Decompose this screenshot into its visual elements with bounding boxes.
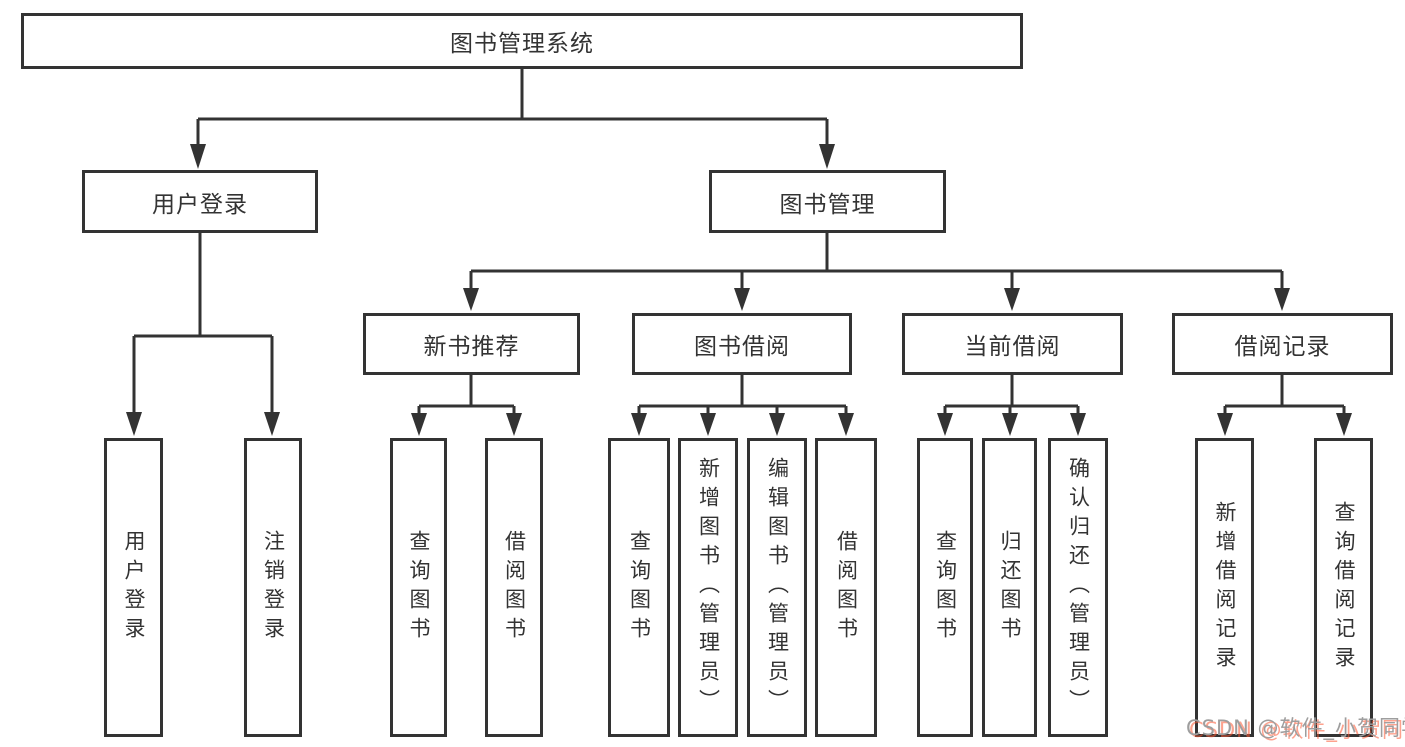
leaf-add-borrow-record: 新增借阅记录 (1195, 438, 1254, 737)
leaf-add-book-admin: 新增图书（管理员） (678, 438, 738, 737)
leaf-borrow-book: 借阅图书 (815, 438, 877, 737)
leaf-query-book-recommend: 查询图书 (390, 438, 447, 737)
node-new-book-recommend: 新书推荐 (363, 313, 580, 375)
leaf-edit-book-admin: 编辑图书（管理员） (747, 438, 807, 737)
leaf-query-borrow-record: 查询借阅记录 (1314, 438, 1373, 737)
leaf-query-book-borrowing: 查询图书 (608, 438, 670, 737)
node-root-system: 图书管理系统 (21, 13, 1023, 69)
csdn-watermark: CSDN @软件_小贺同学 (1186, 716, 1405, 740)
node-book-borrowing: 图书借阅 (632, 313, 852, 375)
leaf-borrow-book-recommend: 借阅图书 (485, 438, 543, 737)
leaf-return-book: 归还图书 (982, 438, 1037, 737)
leaf-confirm-return-admin: 确认归还（管理员） (1048, 438, 1108, 737)
arrowheads (126, 144, 1352, 436)
node-borrow-records: 借阅记录 (1172, 313, 1393, 375)
node-book-management: 图书管理 (709, 170, 946, 233)
node-user-login: 用户登录 (82, 170, 318, 233)
leaf-query-book-current: 查询图书 (917, 438, 973, 737)
leaf-logout: 注销登录 (244, 438, 302, 737)
leaf-user-login: 用户登录 (104, 438, 163, 737)
node-current-borrowing: 当前借阅 (902, 313, 1123, 375)
